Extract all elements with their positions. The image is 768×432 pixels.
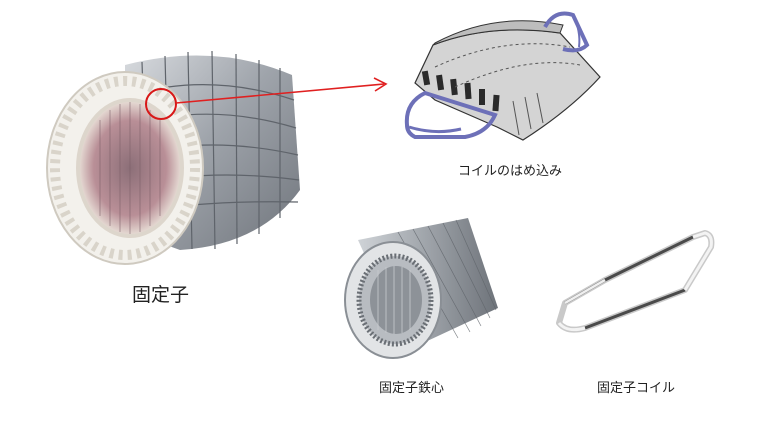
stator-image	[46, 50, 300, 265]
label-coil-insertion: コイルのはめ込み	[458, 164, 563, 179]
label-stator-coil: 固定子コイル	[597, 381, 676, 396]
label-stator: 固定子	[132, 284, 190, 306]
label-stator-core: 固定子鉄心	[379, 381, 445, 396]
coil-insertion-diagram	[404, 11, 601, 141]
highlight-circle	[145, 88, 177, 120]
stator-coil-image	[556, 230, 715, 333]
stator-core-image	[344, 218, 498, 359]
